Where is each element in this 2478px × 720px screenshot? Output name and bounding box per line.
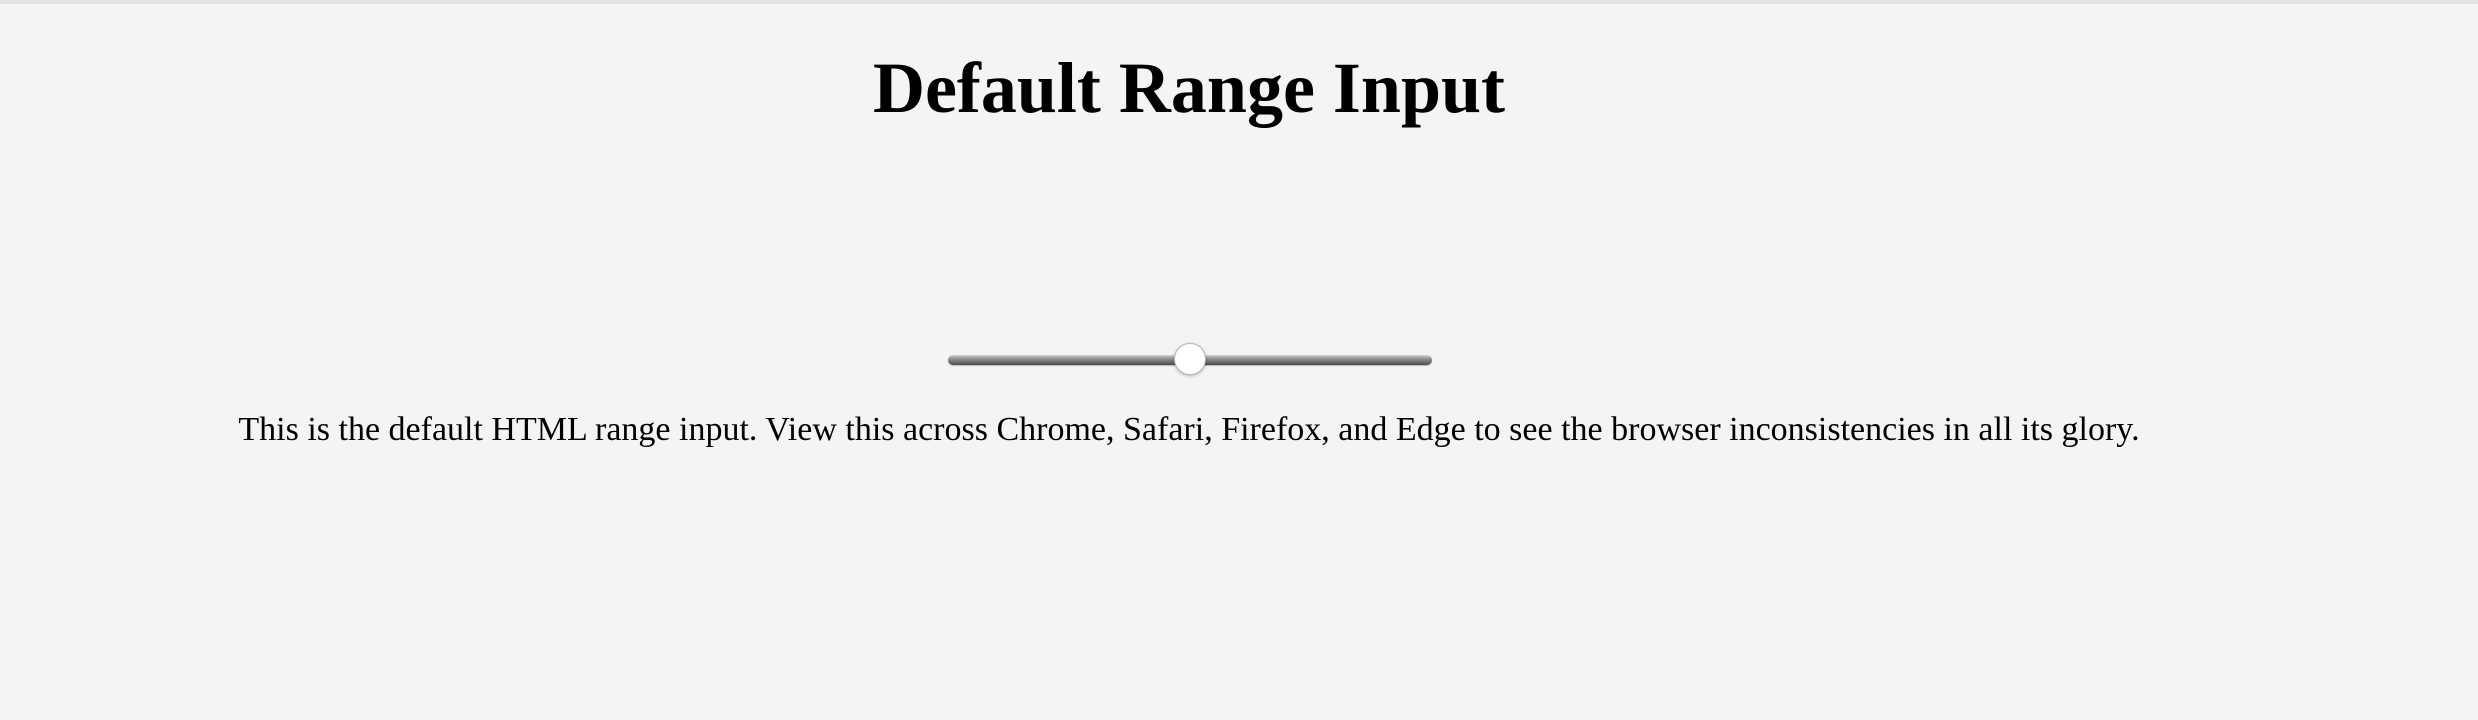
range-slider-thumb[interactable] [1174,343,1206,375]
page-title: Default Range Input [872,48,1506,128]
top-divider [0,0,2478,4]
page-description: This is the default HTML range input. Vi… [238,411,2140,448]
range-slider[interactable] [948,343,1432,379]
